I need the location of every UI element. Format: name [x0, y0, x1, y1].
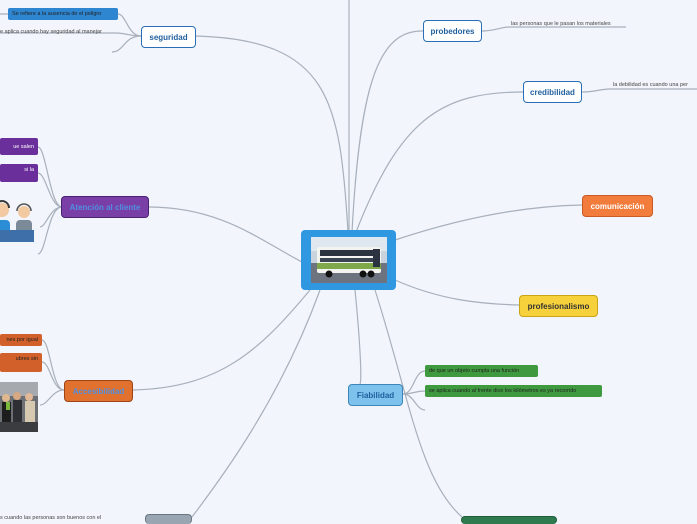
topic-bottom-green[interactable]	[461, 516, 557, 524]
credibilidad-sub-1[interactable]: la debilidad es cuando una per	[613, 82, 688, 88]
line-probedores	[351, 30, 424, 233]
topic-atencion-al-cliente[interactable]: Atención al cliente	[61, 196, 149, 218]
double-decker-bus-photo-icon	[310, 237, 387, 283]
topic-accesibilidad[interactable]: Accesibilidad	[64, 380, 133, 402]
customer-service-agents-icon	[0, 200, 34, 242]
bottom-sub-1[interactable]: s cuando las personas son buenos con el	[0, 515, 102, 521]
line-fiabilidad	[354, 289, 362, 385]
line-profesionalismo	[394, 279, 520, 306]
topic-seguridad[interactable]: seguridad	[141, 26, 196, 48]
seguridad-sub-1[interactable]: Se refiere a la ausencia de el peligro	[8, 8, 118, 20]
fiabilidad-sub-1[interactable]: de que un objeto cumpla una función	[425, 365, 538, 377]
line-comunicacion	[394, 204, 583, 241]
line-credibilidad	[355, 91, 524, 233]
topic-comunicacion[interactable]: comunicación	[582, 195, 653, 217]
fiabilidad-sub-2[interactable]: se aplica cuando al frente dice los kiló…	[425, 385, 602, 397]
line-seguridad	[195, 35, 349, 233]
topic-credibilidad[interactable]: credibilidad	[523, 81, 582, 103]
people-photo-icon	[0, 382, 38, 432]
central-node[interactable]	[301, 230, 396, 290]
accesibilidad-sub-2[interactable]: ubres sin	[0, 353, 42, 372]
line-bottom-gray	[191, 289, 321, 518]
atencion-sub-2[interactable]: si la	[0, 164, 38, 182]
topic-probedores[interactable]: probedores	[423, 20, 482, 42]
atencion-sub-1[interactable]: ue salen	[0, 138, 38, 155]
topic-fiabilidad[interactable]: Fiabilidad	[348, 384, 403, 406]
seguridad-sub-2[interactable]: e aplica cuando hay seguridad al manejar	[0, 29, 102, 35]
accesibilidad-sub-1[interactable]: nes por igual	[0, 334, 42, 346]
topic-bottom-gray[interactable]	[145, 514, 192, 524]
topic-profesionalismo[interactable]: profesionalismo	[519, 295, 598, 317]
line-accesibilidad	[132, 289, 311, 391]
line-bottom-green	[374, 289, 463, 518]
probedores-sub-1[interactable]: las personas que le pasan los materiales	[511, 21, 611, 27]
line-atencion	[148, 206, 303, 263]
